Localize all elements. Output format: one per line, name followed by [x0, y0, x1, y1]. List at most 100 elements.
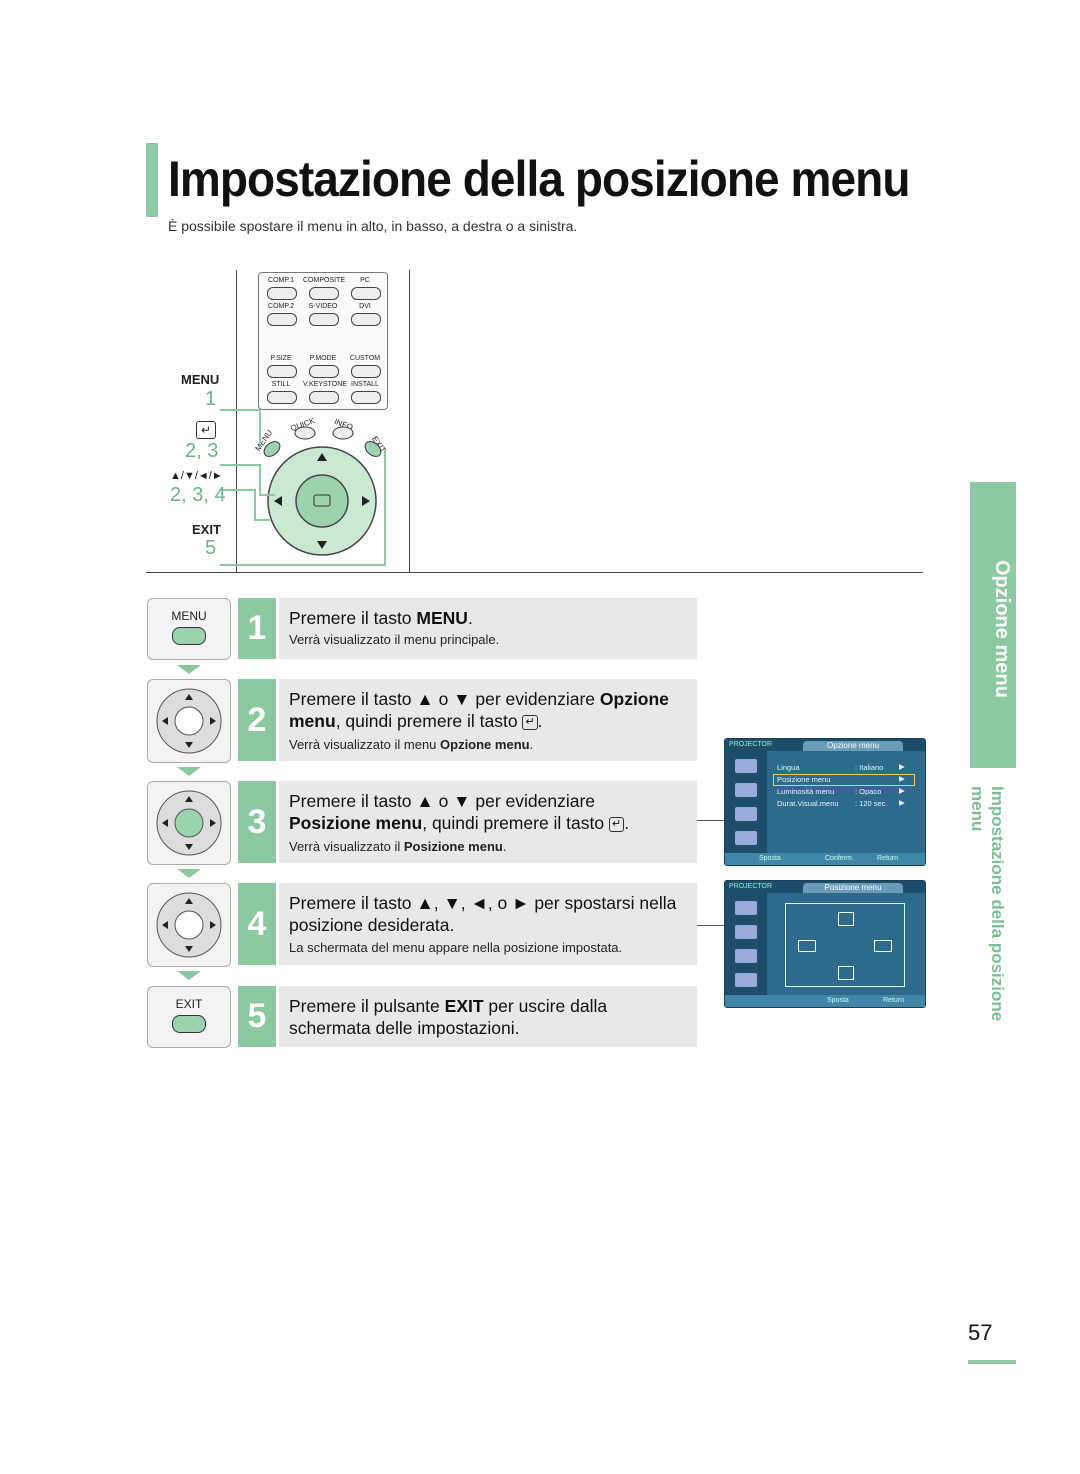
osd-item-value: : 120 sec. [855, 799, 888, 808]
osd-icon-column [725, 751, 767, 853]
remote-label: P.MODE [309, 355, 337, 362]
enter-icon: ↵ [522, 714, 538, 730]
step-number: 3 [238, 781, 276, 863]
remote-menu-text: MENU [181, 372, 220, 387]
osd-icon-column [725, 893, 767, 995]
osd-option-menu: PROJECTOR Opzione menu Lingua : Italiano… [724, 738, 926, 866]
down-position-icon [838, 966, 854, 980]
remote-label: P.SIZE [270, 355, 292, 362]
vkeystone-button [309, 391, 339, 404]
connector-line [697, 820, 724, 821]
divider-line [146, 572, 923, 573]
remote-label: S-VIDEO [308, 303, 338, 310]
osd-tab: Posizione menu [803, 883, 903, 893]
remote-illustration [236, 270, 410, 573]
left-position-icon [798, 940, 816, 952]
flow-arrow-icon [177, 767, 201, 776]
osd-item-value: : Italiano [855, 763, 884, 772]
step5-exit-key-icon: EXIT [147, 986, 231, 1048]
still-button [267, 391, 297, 404]
option-icon [735, 831, 757, 845]
step-number: 5 [238, 986, 276, 1047]
right-arrow-icon: ▶ [899, 798, 905, 807]
dvi-button [351, 313, 381, 326]
osd-item: Durat.Visual.menu [777, 799, 839, 808]
step3-subtext: Verrà visualizzato il Posizione menu. [289, 839, 507, 854]
right-arrow-icon: ▶ [899, 762, 905, 771]
step2-text-line1: Premere il tasto ▲ o ▼ per evidenziare O… [289, 689, 669, 709]
install-button [351, 391, 381, 404]
chapter-tab-label: Opzione menu [991, 560, 1013, 698]
right-arrow-icon: ▶ [899, 786, 905, 795]
remote-label: INSTALL [351, 381, 379, 388]
connector-lines [220, 409, 386, 566]
psize-button [267, 365, 297, 378]
remote-label: PC [360, 277, 370, 284]
osd-tab: Opzione menu [803, 741, 903, 751]
remote-label: STILL [271, 381, 291, 388]
step-number: 2 [238, 679, 276, 761]
step4-text-line2: posizione desiderata. [289, 915, 455, 935]
title-accent-bar [146, 143, 158, 217]
osd-item: Luminosità menu [777, 787, 835, 796]
comp1-button [267, 287, 297, 300]
step4-text-line1: Premere il tasto ▲, ▼, ◄, o ► per sposta… [289, 893, 677, 913]
setup-icon [735, 949, 757, 963]
flow-arrow-icon [177, 665, 201, 674]
right-position-icon [874, 940, 892, 952]
osd-footer: Sposta Conferm. Return [725, 853, 925, 865]
picture-icon [735, 759, 757, 773]
flow-arrow-icon [177, 869, 201, 878]
step3-text-line2: Posizione menu, quindi premere il tasto … [289, 813, 630, 833]
remote-label: COMP.1 [268, 277, 294, 284]
flow-arrow-icon [177, 971, 201, 980]
remote-label: DVI [359, 303, 371, 310]
step2-subtext: Verrà visualizzato il menu Opzione menu. [289, 737, 534, 752]
osd-footer: Sposta Return [725, 995, 925, 1007]
step2-enter-key-icon [147, 679, 231, 763]
step-number: 4 [238, 883, 276, 965]
step3-enter-key-icon [147, 781, 231, 865]
up-position-icon [838, 912, 854, 926]
picture-icon [735, 901, 757, 915]
right-arrow-icon: ▶ [899, 774, 905, 783]
step4-subtext: La schermata del menu appare nella posiz… [289, 940, 623, 955]
osd-item-value: : Opaco [855, 787, 882, 796]
remote-label: COMPOSITE [303, 277, 346, 284]
step5-box: Premere il pulsante EXIT per uscire dall… [279, 986, 697, 1047]
step1-box: Premere il tasto MENU. Verrà visualizzat… [279, 598, 697, 659]
osd-brand: PROJECTOR [729, 741, 773, 748]
svideo-button [309, 313, 339, 326]
step3-box: Premere il tasto ▲ o ▼ per evidenziare P… [279, 781, 697, 863]
enter-icon: ↵ [196, 421, 216, 439]
step-ref-menu: 1 [205, 388, 217, 410]
step5-text-line1: Premere il pulsante EXIT per uscire dall… [289, 996, 608, 1016]
page-title: Impostazione della posizione menu [168, 151, 910, 207]
custom-button [351, 365, 381, 378]
step1-menu-key-icon: MENU [147, 598, 231, 660]
sound-icon [735, 783, 757, 797]
pmode-button [309, 365, 339, 378]
remote-navigation-pad [263, 426, 382, 556]
osd-brand: PROJECTOR [729, 883, 773, 890]
composite-button [309, 287, 339, 300]
osd-position-menu: PROJECTOR Posizione menu Sposta Return [724, 880, 926, 1008]
remote-label: V.KEYSTONE [303, 381, 347, 388]
connector-line [697, 925, 724, 926]
position-frame [785, 903, 905, 987]
remote-label: CUSTOM [349, 355, 381, 362]
option-icon [735, 973, 757, 987]
arrow-keys-text: ▲/▼/◄/► [170, 470, 223, 482]
step2-text-line2: menu, quindi premere il tasto ↵. [289, 711, 543, 731]
page-subtitle: È possibile spostare il menu in alto, in… [168, 218, 578, 234]
step1-text: Premere il tasto MENU. [289, 608, 473, 628]
osd-item: Posizione menu [777, 775, 831, 784]
setup-icon [735, 807, 757, 821]
step2-box: Premere il tasto ▲ o ▼ per evidenziare O… [279, 679, 697, 761]
step4-box: Premere il tasto ▲, ▼, ◄, o ► per sposta… [279, 883, 697, 965]
remote-label: COMP.2 [268, 303, 294, 310]
chapter-tab [970, 482, 1016, 768]
remote-exit-text: EXIT [192, 522, 221, 537]
page-number: 57 [968, 1320, 993, 1345]
step-ref-arrows: 2, 3, 4 [170, 484, 226, 506]
